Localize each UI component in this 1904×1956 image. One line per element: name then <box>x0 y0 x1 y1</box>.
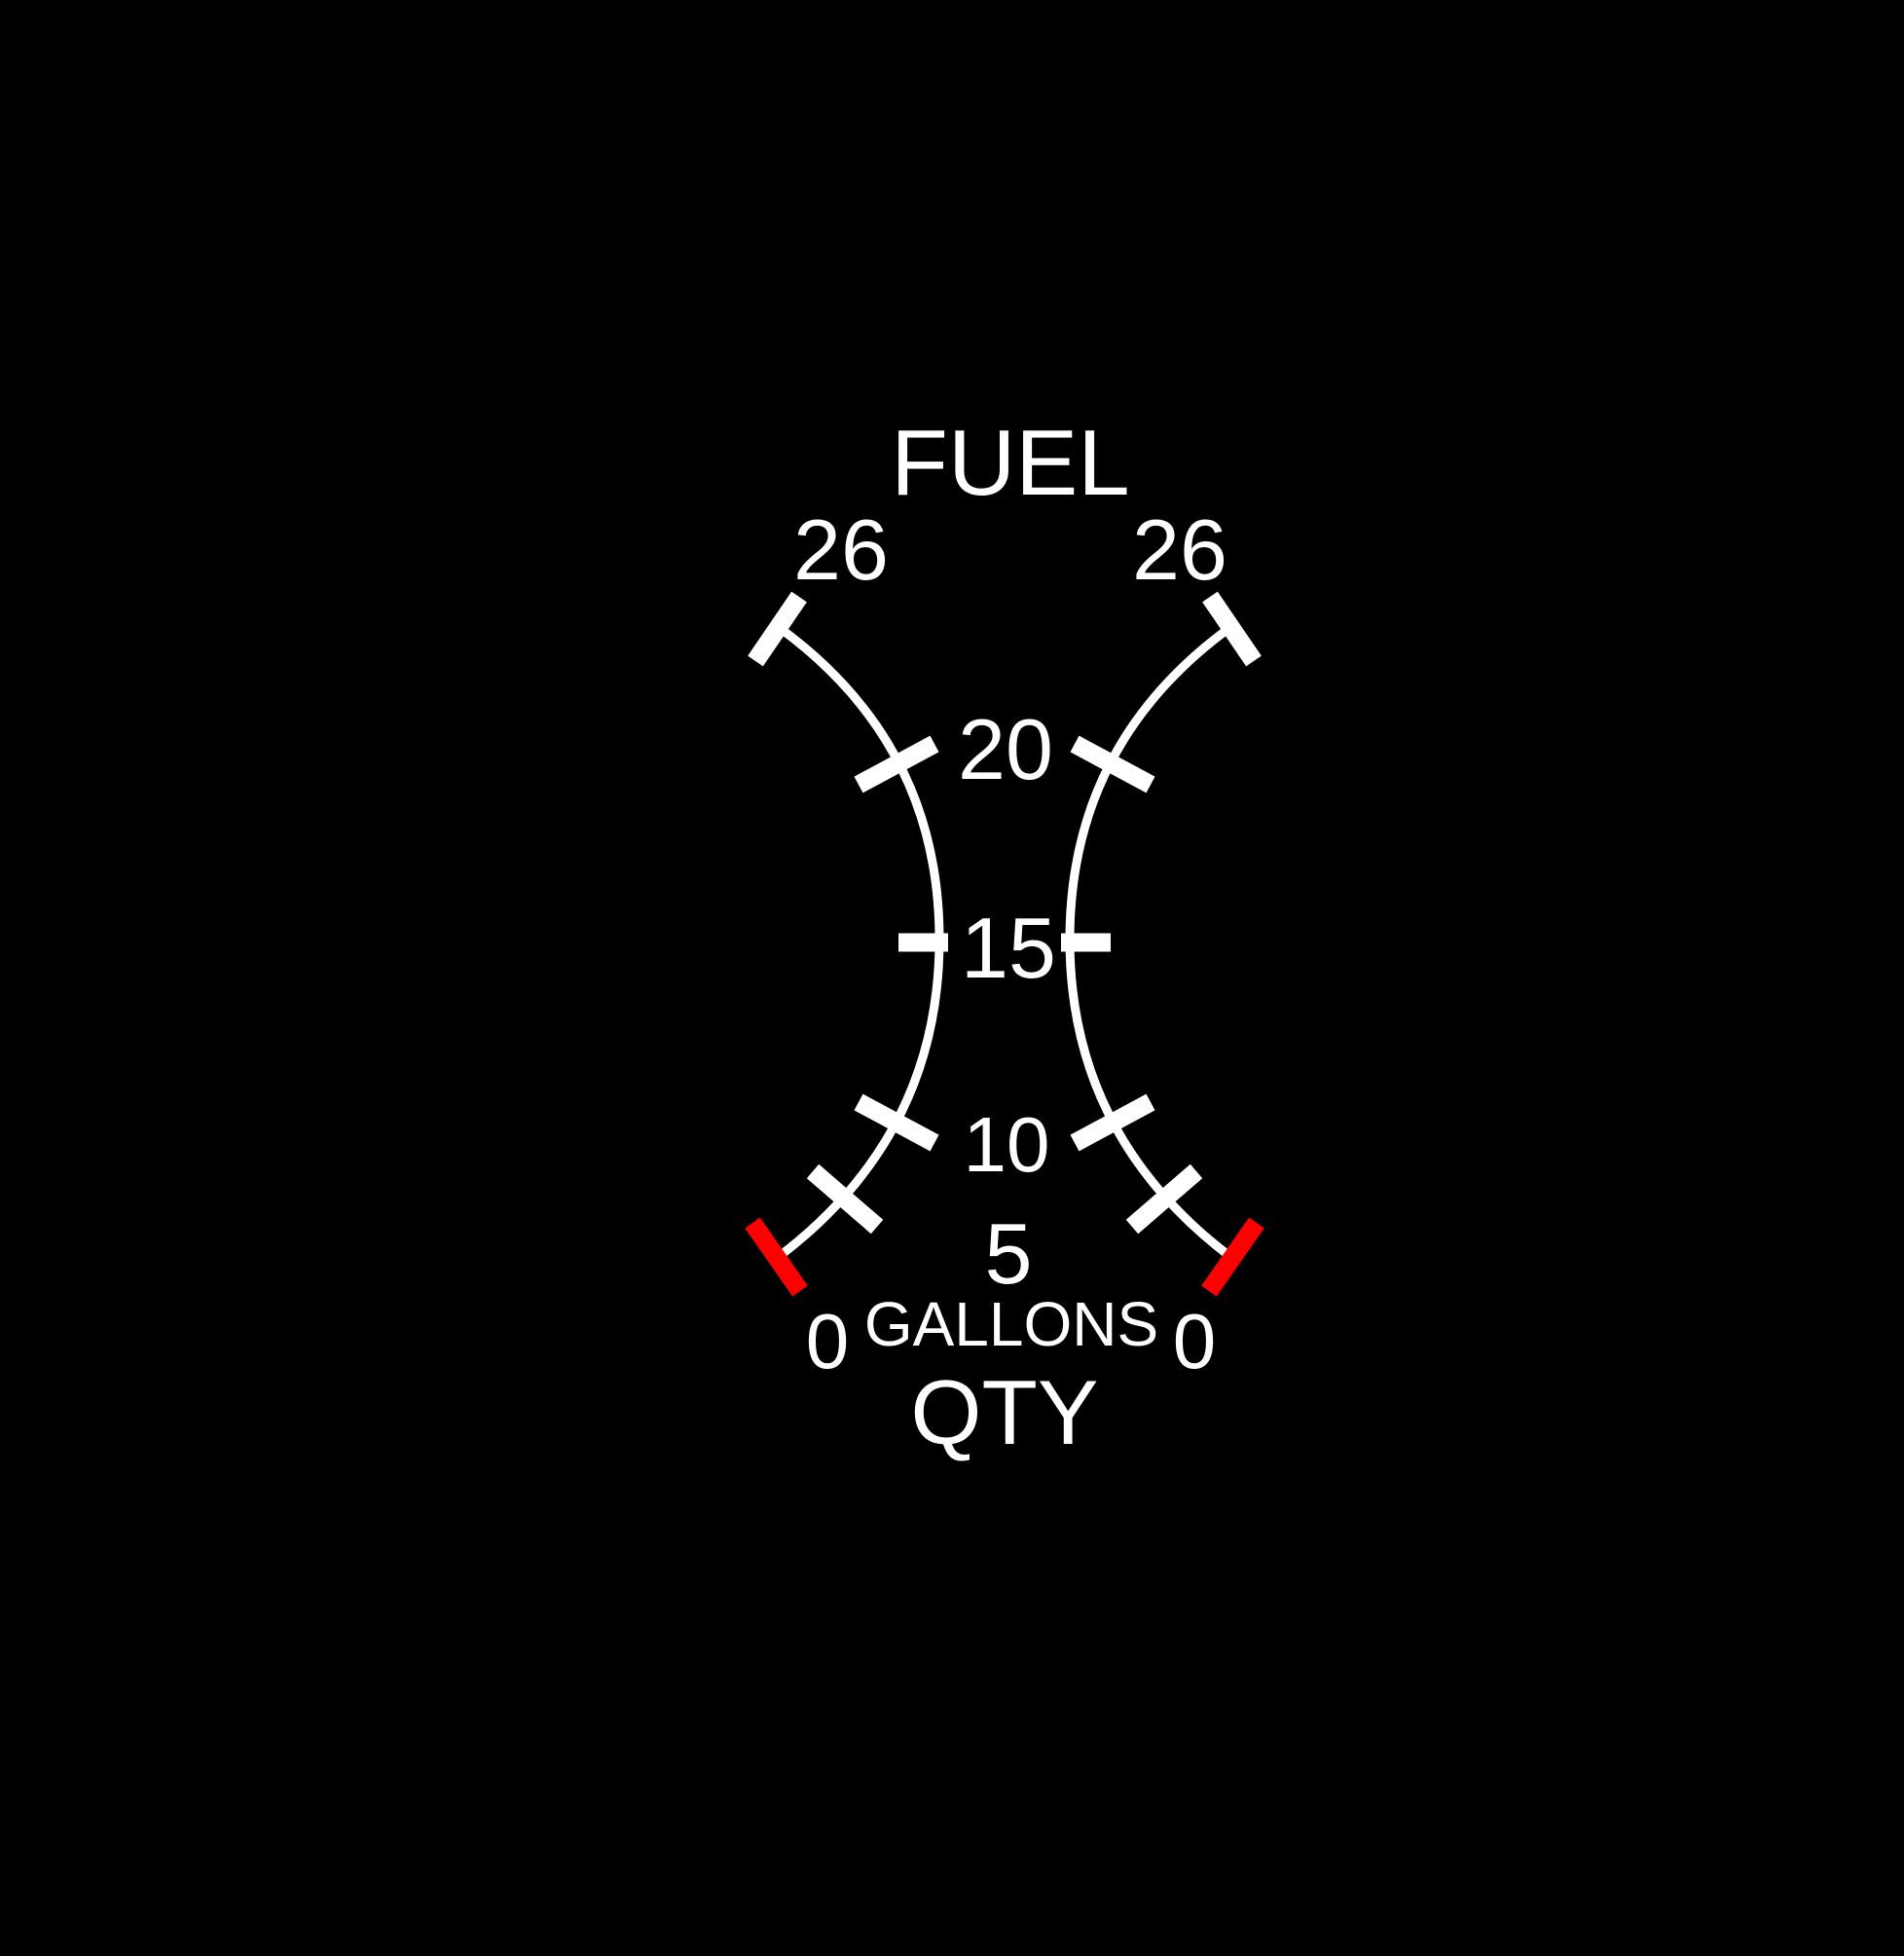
gauge-subtitle: QTY <box>910 1361 1098 1463</box>
left-label-26: 26 <box>793 501 889 598</box>
units-label: GALLONS <box>864 1289 1158 1359</box>
label-15: 15 <box>961 900 1056 996</box>
left-tank-scale <box>745 591 948 1297</box>
right-tick-5 <box>1125 1163 1203 1235</box>
left-tick-10 <box>854 1093 939 1152</box>
left-tick-0-red <box>745 1217 808 1297</box>
left-tick-26 <box>748 591 807 667</box>
right-tick-26 <box>1202 591 1262 667</box>
label-10: 10 <box>964 1101 1050 1188</box>
label-5: 5 <box>985 1205 1033 1302</box>
label-20: 20 <box>958 701 1053 797</box>
right-label-0: 0 <box>1173 1298 1217 1384</box>
gauge-title: FUEL <box>891 411 1129 515</box>
left-tick-5 <box>806 1163 884 1235</box>
right-tick-0-red <box>1201 1217 1264 1297</box>
right-tick-10 <box>1070 1093 1155 1152</box>
left-label-0: 0 <box>806 1298 850 1384</box>
right-tank-scale <box>1061 591 1264 1297</box>
right-tick-20 <box>1070 735 1155 793</box>
left-tick-20 <box>854 735 939 793</box>
right-label-26: 26 <box>1132 501 1227 598</box>
